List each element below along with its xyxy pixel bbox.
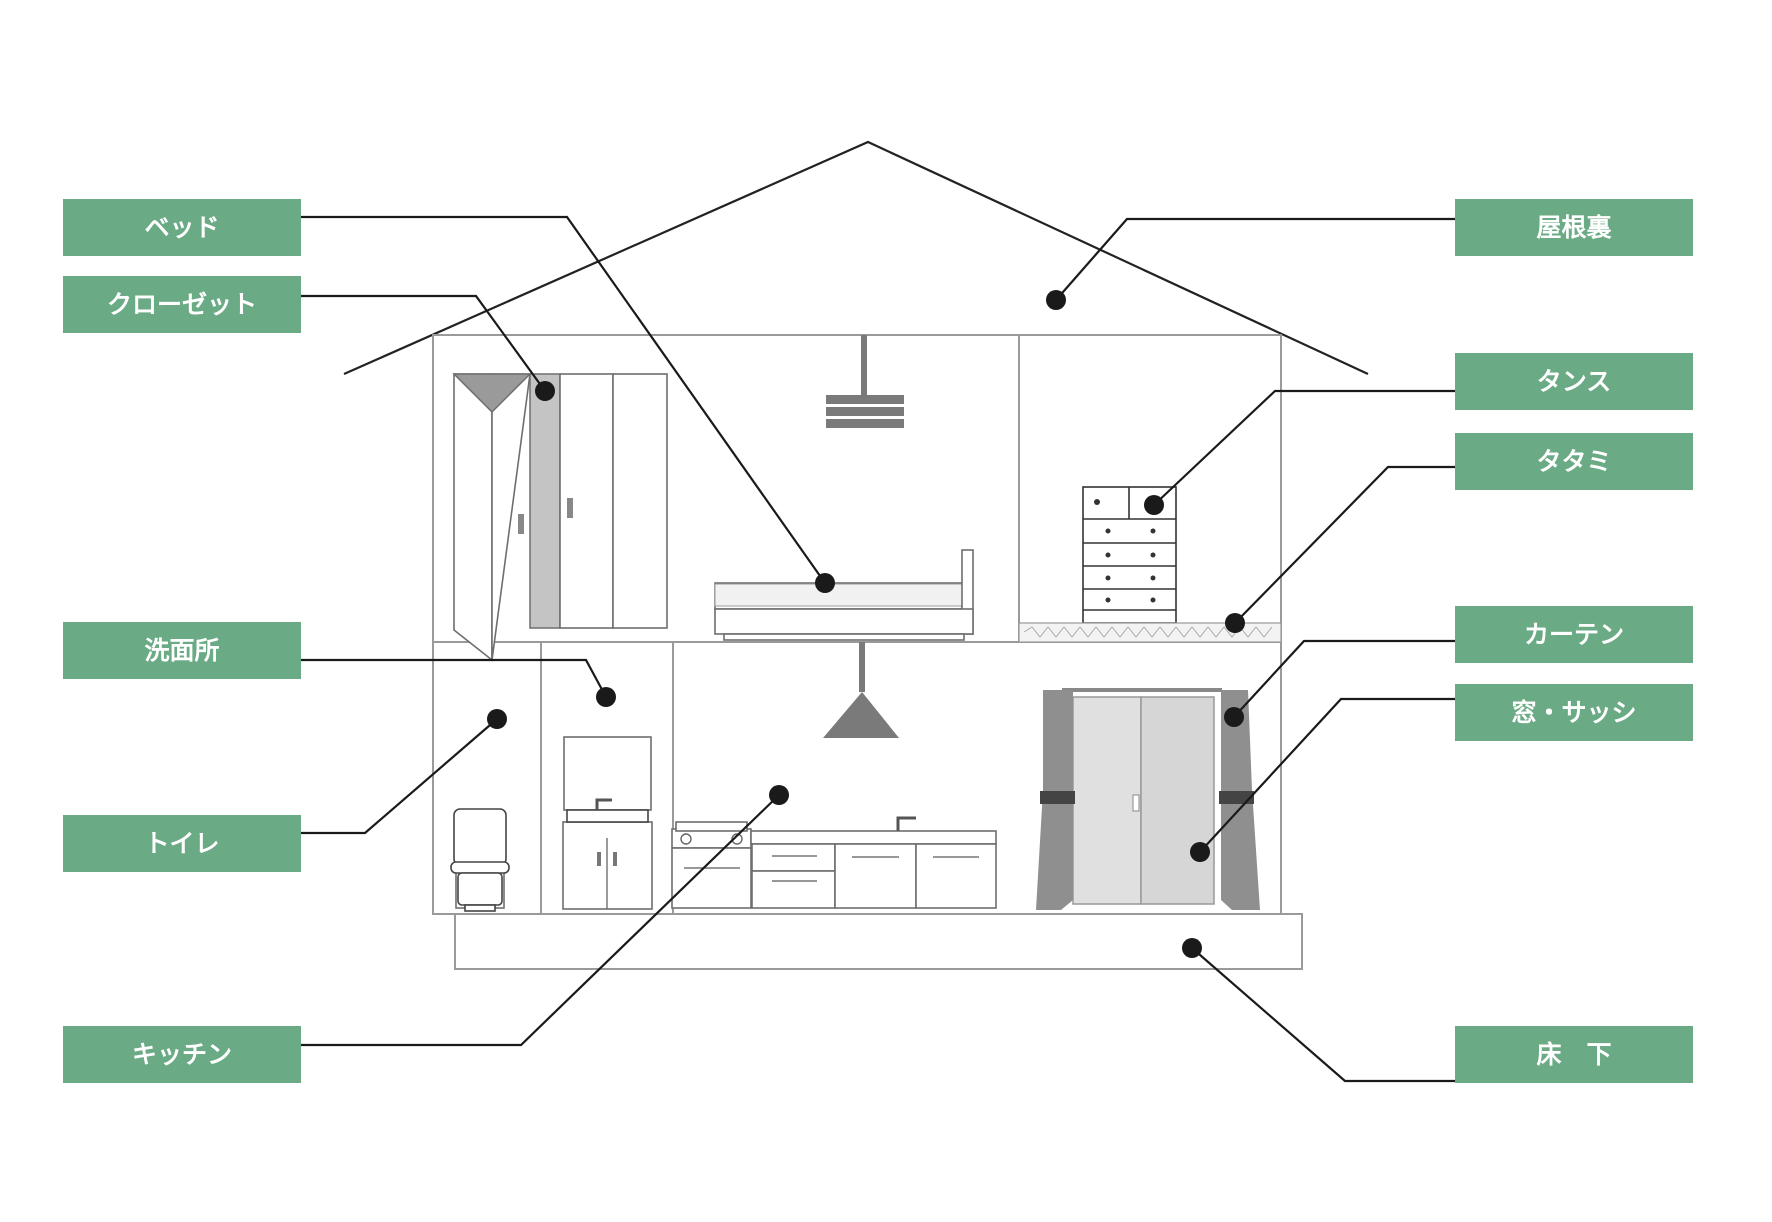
leader-washroom [301,658,607,698]
leader-tatami [1234,465,1455,624]
leader-underfloor [1191,947,1455,1083]
marker-chest [1144,495,1164,515]
marker-toilet [487,709,507,729]
closet-fold-triangle [452,373,532,414]
leader-lines [301,215,1455,1083]
ceiling-light-upper [826,335,904,428]
label-chest: タンス [1455,353,1693,410]
marker-washroom [596,687,616,707]
range-hood-graphic [823,642,899,738]
label-chest-text: タンス [1537,367,1612,396]
bed-graphic [714,549,974,641]
marker-closet [535,381,555,401]
label-tatami: タタミ [1455,433,1693,490]
leader-chest [1153,389,1455,506]
leader-bed [301,215,826,584]
label-curtain: カーテン [1455,606,1693,663]
label-underfloor-text: 床 下 [1536,1040,1611,1069]
window-curtain-graphic [1036,688,1260,910]
marker-kitchen [769,785,789,805]
label-washroom-text: 洗面所 [144,636,219,665]
marker-window-sash [1190,842,1210,862]
label-kitchen: キッチン [63,1026,301,1083]
tatami-graphic [1018,622,1282,643]
toilet-graphic [450,808,510,912]
leader-kitchen [301,794,780,1047]
marker-tatami [1225,613,1245,633]
label-closet-text: クローゼット [107,290,257,319]
washbasin-graphic [562,736,653,910]
label-attic: 屋根裏 [1455,199,1693,256]
label-closet: クローゼット [63,276,301,333]
label-window-sash-text: 窓・サッシ [1511,698,1636,727]
foundation [454,913,1303,970]
closet-graphic [452,373,668,662]
kitchen-counter-graphic [671,816,997,909]
label-bed: ベッド [63,199,301,256]
label-toilet: トイレ [63,815,301,872]
label-bed-text: ベッド [144,213,219,242]
marker-curtain [1224,707,1244,727]
marker-underfloor [1182,938,1202,958]
roof-outline [343,140,1369,376]
label-underfloor: 床 下 [1455,1026,1693,1083]
leader-window-sash [1199,697,1455,853]
leader-curtain [1233,639,1455,718]
label-attic-text: 屋根裏 [1536,213,1612,242]
leader-toilet [301,718,498,835]
label-tatami-text: タタミ [1536,447,1611,476]
chest-of-drawers-graphic [1082,486,1177,624]
marker-attic [1046,290,1066,310]
label-kitchen-text: キッチン [132,1040,232,1069]
leader-attic [1055,217,1455,301]
marker-bed [815,573,835,593]
label-window-sash: 窓・サッシ [1455,684,1693,741]
label-curtain-text: カーテン [1524,620,1624,649]
label-toilet-text: トイレ [144,829,219,858]
label-washroom: 洗面所 [63,622,301,679]
leader-closet [301,294,546,392]
